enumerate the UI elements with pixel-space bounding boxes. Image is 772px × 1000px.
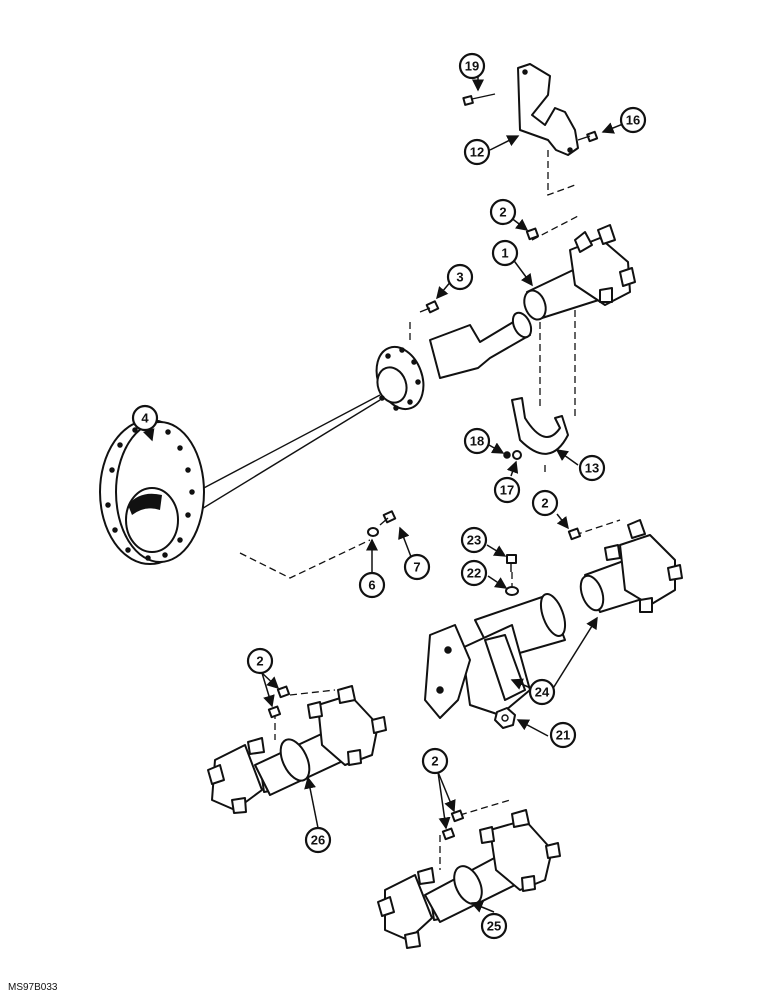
svg-text:4: 4 [141,411,149,426]
callout-25: 25 [480,912,508,940]
callout-2-upper: 2 [489,198,517,226]
svg-text:12: 12 [470,145,484,160]
callout-2-left: 2 [246,647,274,675]
svg-text:6: 6 [368,578,375,593]
callout-4: 4 [131,404,159,432]
bolt-16 [577,130,599,143]
nut-21 [494,707,516,729]
bolt-23 [506,554,517,572]
callout-7: 7 [403,553,431,581]
svg-text:18: 18 [470,434,484,449]
washer-6 [367,527,379,537]
bolt-2-right [567,527,582,541]
callout-22: 22 [460,559,488,587]
svg-text:13: 13 [585,461,599,476]
bolt-19 [462,93,496,106]
bolt-2-upper [525,227,540,241]
nut-18 [503,451,511,459]
svg-text:23: 23 [467,533,481,548]
callout-1: 1 [491,239,519,267]
washer-17 [512,450,522,460]
lower-right-drive-shaft [377,809,561,949]
svg-text:19: 19 [465,59,479,74]
svg-text:26: 26 [311,833,325,848]
svg-text:2: 2 [431,754,438,769]
callout-23: 23 [460,526,488,554]
svg-text:17: 17 [500,483,514,498]
alignment-lines [199,150,621,870]
callout-3: 3 [446,263,474,291]
bolt-2-bottom-b [441,827,456,841]
lower-left-drive-shaft [207,685,387,814]
upper-drive-shaft [523,224,636,321]
svg-text:7: 7 [413,560,420,575]
callout-26: 26 [304,826,332,854]
callout-12: 12 [463,138,491,166]
callout-24: 24 [528,678,556,706]
flywheel-disc [99,419,205,565]
svg-text:2: 2 [256,654,263,669]
figure-code: MS97B033 [8,982,58,993]
callout-21: 21 [549,721,577,749]
callout-19: 19 [458,52,486,80]
u-bracket [511,397,569,455]
svg-text:21: 21 [556,728,570,743]
callout-16: 16 [619,106,647,134]
bolt-3 [419,300,440,314]
callout-6: 6 [358,571,386,599]
callout-2-right: 2 [531,489,559,517]
svg-text:1: 1 [501,246,508,261]
svg-text:16: 16 [626,113,640,128]
callout-17: 17 [493,476,521,504]
support-plate [517,63,579,156]
bolt-2-bottom-a [450,809,465,823]
svg-text:3: 3 [456,270,463,285]
svg-text:2: 2 [499,205,506,220]
svg-text:22: 22 [467,566,481,581]
svg-text:24: 24 [535,685,550,700]
middle-drive-shaft [375,311,533,411]
bolt-2-left-a [276,685,291,699]
bolt-7 [379,510,397,526]
svg-text:2: 2 [541,496,548,511]
callout-18: 18 [463,427,491,455]
washer-22 [505,586,519,596]
svg-text:25: 25 [487,919,501,934]
bearing-shaft-assembly [424,519,683,719]
bolt-2-left-b [267,705,282,719]
callout-2-bottom: 2 [421,747,449,775]
callout-13: 13 [578,454,606,482]
